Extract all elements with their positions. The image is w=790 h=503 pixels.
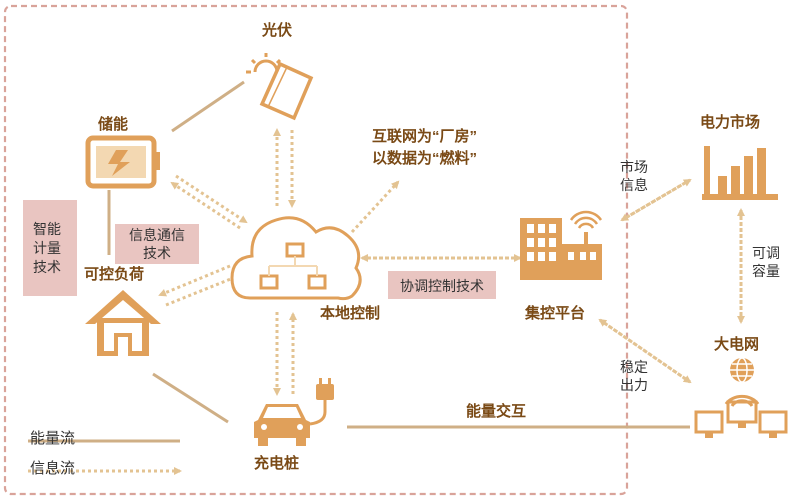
node-label-storage: 储能 — [98, 116, 129, 133]
coordination-tech-box: 协调控制技术 — [388, 271, 496, 299]
node-label-load: 可控负荷 — [84, 266, 145, 283]
communication-tech-box: 信息通信 技术 — [115, 224, 199, 264]
smart-metering-line1: 智能 — [33, 221, 61, 237]
energy-lines — [28, 80, 690, 443]
house-icon — [85, 290, 161, 356]
building-antenna-icon — [520, 210, 603, 280]
info-arrows — [28, 128, 745, 475]
grid-computers-icon — [694, 357, 788, 438]
bar-chart-icon — [702, 146, 778, 200]
node-label-charger: 充电桩 — [254, 455, 300, 472]
stable-output-line1: 稳定 — [620, 359, 648, 375]
coordination-tech-label: 协调控制技术 — [400, 278, 484, 294]
internet-factory-text: 互联网为“厂房” — [372, 128, 478, 145]
node-label-grid: 大电网 — [714, 336, 760, 353]
adjustable-capacity-line2: 容量 — [752, 263, 780, 279]
battery-icon — [85, 135, 160, 189]
local-area-border — [3, 4, 629, 496]
communication-tech-line2: 技术 — [143, 245, 171, 261]
stable-output-line2: 出力 — [620, 377, 648, 393]
smart-metering-line3: 技术 — [33, 259, 61, 275]
smart-metering-box: 智能 计量 技术 — [23, 200, 77, 296]
node-label-cloud: 本地控制 — [320, 305, 381, 322]
cloud-network-icon — [230, 216, 362, 301]
market-info-line2: 信息 — [620, 177, 648, 193]
legend-energy-flow: 能量流 — [30, 430, 76, 447]
adjustable-capacity-line1: 可调 — [752, 245, 780, 261]
market-info-line1: 市场 — [620, 159, 648, 175]
communication-tech-line1: 信息通信 — [129, 227, 185, 243]
node-label-market: 电力市场 — [700, 114, 761, 131]
electric-car-icon — [254, 378, 334, 446]
smart-metering-line2: 计量 — [33, 240, 61, 256]
node-label-pv: 光伏 — [262, 22, 293, 39]
energy-exchange-label: 能量交互 — [466, 403, 527, 420]
node-label-platform: 集控平台 — [525, 305, 586, 322]
data-fuel-text: 以数据为“燃料” — [372, 150, 478, 167]
legend-info-flow: 信息流 — [30, 460, 76, 477]
sun-solar-panel-icon — [246, 53, 314, 121]
